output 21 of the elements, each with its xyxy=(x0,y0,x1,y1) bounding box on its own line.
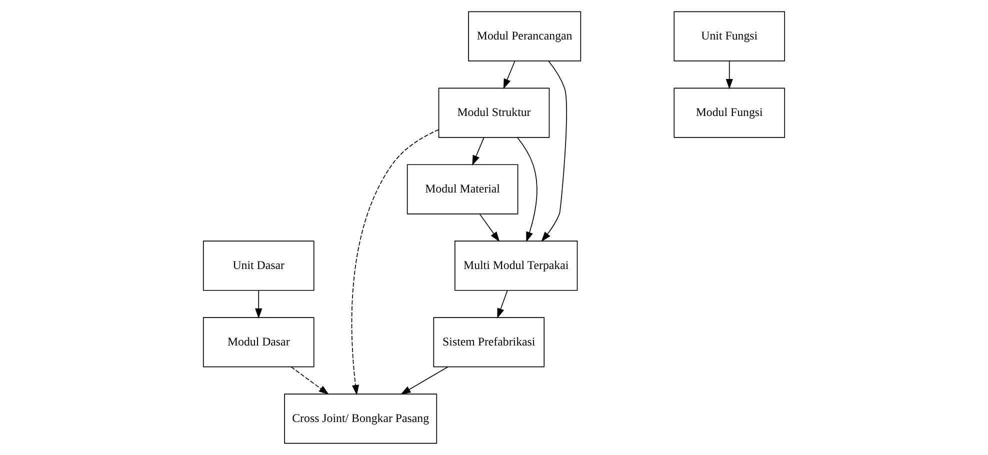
arrow xyxy=(479,214,500,242)
arrow xyxy=(517,137,538,242)
arrow xyxy=(541,60,567,242)
node-box: Modul Dasar xyxy=(202,317,314,368)
node-box: Modul Struktur xyxy=(438,88,550,138)
arrow xyxy=(503,60,516,90)
node-box: Unit Dasar xyxy=(202,240,314,291)
node-box: Cross Joint/ Bongkar Pasang xyxy=(284,394,438,444)
arrow xyxy=(400,366,448,395)
node-box: Multi Modul Terpakai xyxy=(454,240,578,291)
node-box: Modul Material xyxy=(406,164,518,214)
arrow xyxy=(472,137,484,166)
arrow xyxy=(726,60,733,90)
arrow xyxy=(290,366,330,395)
arrow xyxy=(255,290,262,319)
node-box: Modul Perancangan xyxy=(468,11,582,62)
node-box: Modul Fungsi xyxy=(674,88,786,138)
node-box: Unit Fungsi xyxy=(674,11,786,62)
arrow xyxy=(497,290,508,319)
arrow xyxy=(351,129,440,396)
node-box: Sistem Prefabrikasi xyxy=(433,317,545,368)
